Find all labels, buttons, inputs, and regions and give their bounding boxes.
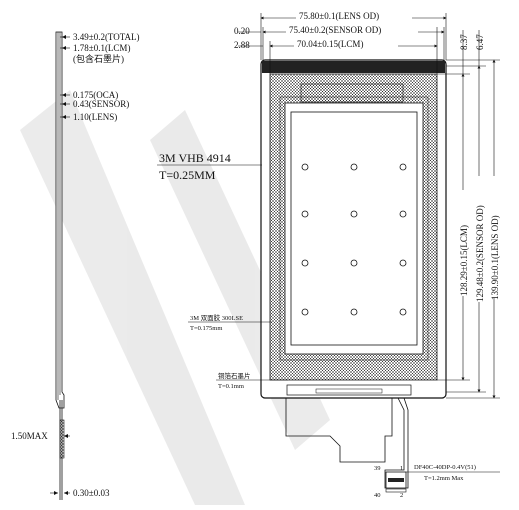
pin-2-label: 2 xyxy=(400,492,403,499)
lens-od-width-label: 75.80±0.1(LENS OD) xyxy=(299,11,379,21)
right-offset-a-label: 8.37 xyxy=(459,34,469,50)
front-view xyxy=(260,59,447,493)
total-thickness-label: 3.49±0.2(TOTAL) xyxy=(73,32,140,42)
lens-thickness-label: 1.10(LENS) xyxy=(73,112,117,122)
connector-name-label: DF40C-40DP-0.4V(51) xyxy=(414,464,476,471)
pin-39-label: 39 xyxy=(374,465,381,472)
side-view: 3.49±0.2(TOTAL) 1.78±0.1(LCM) (包含石墨片) 0.… xyxy=(11,31,140,500)
tape-name-label: 3M VHB 4914 xyxy=(159,151,231,165)
connector-thickness-label: T=1.2mm Max xyxy=(424,475,464,482)
oca-thickness-label: 0.175(OCA) xyxy=(73,90,118,100)
pin-40-label: 40 xyxy=(374,492,381,499)
sensor-od-width-label: 75.40±0.2(SENSOR OD) xyxy=(289,25,381,35)
foil-thickness-label: T=0.1mm xyxy=(218,383,244,390)
top-offset-a-label: 0.20 xyxy=(234,26,250,36)
lcm-thickness-label: 1.78±0.1(LCM) xyxy=(73,43,130,53)
oca-name-label: 3M 双面胶 300LSE xyxy=(190,313,243,322)
lcm-width-label: 70.04±0.15(LCM) xyxy=(297,39,363,49)
graphite-note-label: (包含石墨片) xyxy=(73,53,124,64)
top-offset-b-label: 2.88 xyxy=(234,40,250,50)
pin-1-label: 1 xyxy=(400,465,403,472)
sensor-od-height-label: 129.48±0.2(SENSOR OD) xyxy=(475,205,485,302)
right-offset-b-label: 6.47 xyxy=(475,34,485,50)
fpc-thickness-label: 0.30±0.03 xyxy=(73,488,110,498)
top-dimension-labels: 75.80±0.1(LENS OD) 75.40±0.2(SENSOR OD) … xyxy=(234,10,418,50)
annotations: 3M VHB 4914 T=0.25MM 3M 双面胶 300LSE T=0.1… xyxy=(157,151,500,499)
sensor-thickness-label: 0.43(SENSOR) xyxy=(73,99,129,109)
fpc-max-label: 1.50MAX xyxy=(11,431,48,441)
lens-od-height-label: 139.90±0.1(LENS OD) xyxy=(490,215,500,300)
oca-thickness-label: T=0.175mm xyxy=(190,325,222,332)
tape-thickness-label: T=0.25MM xyxy=(159,168,216,182)
foil-name-label: 铜箔石墨片 xyxy=(218,371,251,380)
right-dimension-labels: 128.29±0.15(LCM) 129.48±0.2(SENSOR OD) 1… xyxy=(457,34,500,302)
lcm-height-label: 128.29±0.15(LCM) xyxy=(459,225,469,296)
